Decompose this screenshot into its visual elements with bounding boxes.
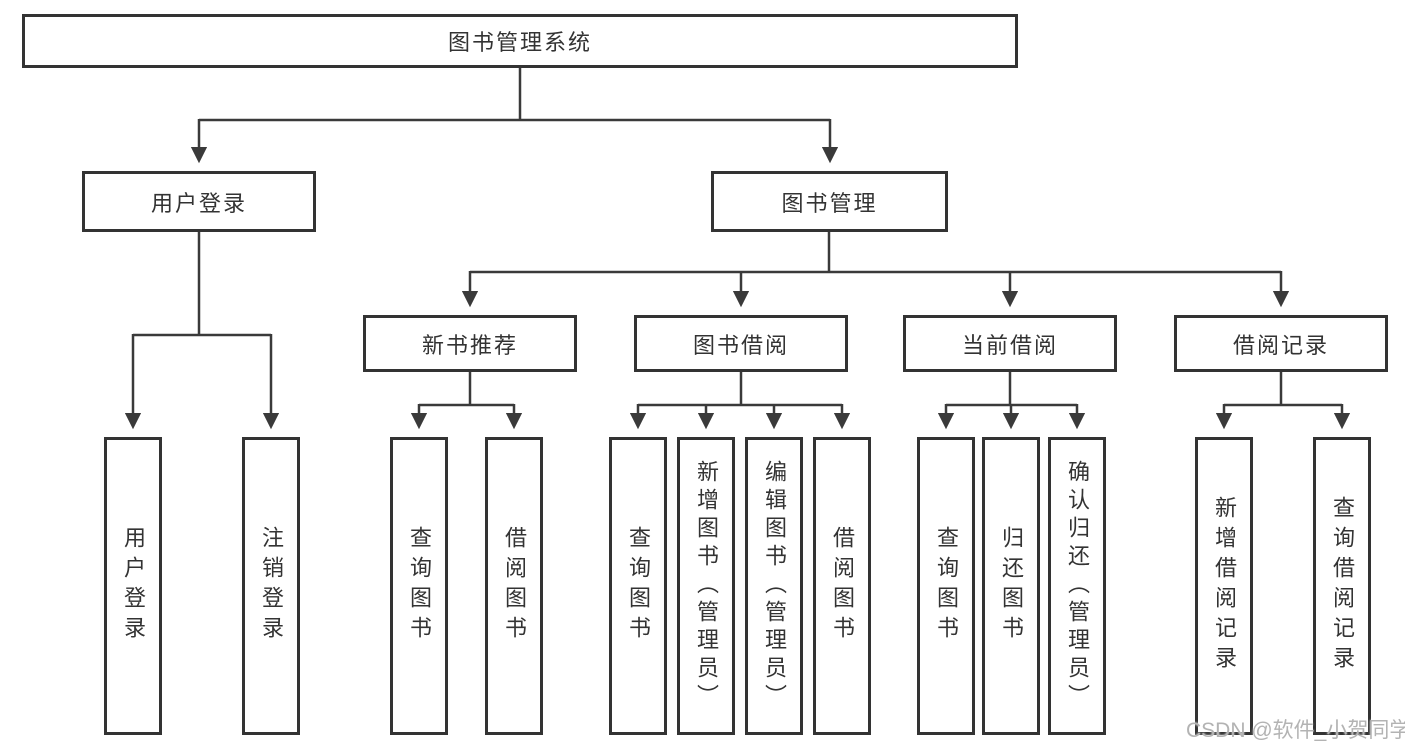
node-book-borrow: 图书借阅: [634, 315, 848, 372]
leaf-label: 新增图书（管理员）: [694, 460, 719, 712]
leaf-label: 新增借阅记录: [1212, 496, 1237, 676]
leaf-query-books: 查询图书: [390, 437, 448, 735]
node-label: 当前借阅: [961, 332, 1058, 358]
node-user-login: 用户登录: [82, 171, 316, 232]
leaf-label: 借阅图书: [830, 526, 855, 646]
leaf-query-borrow-record: 查询借阅记录: [1313, 437, 1371, 735]
leaf-label: 归还图书: [999, 526, 1024, 646]
node-label: 新书推荐: [421, 332, 518, 358]
leaf-borrow-books: 借阅图书: [485, 437, 543, 735]
leaf-add-books-admin: 新增图书（管理员）: [677, 437, 735, 735]
leaf-edit-books-admin: 编辑图书（管理员）: [745, 437, 803, 735]
leaf-logout: 注销登录: [242, 437, 300, 735]
leaf-query-books: 查询图书: [917, 437, 975, 735]
node-label: 借阅记录: [1232, 332, 1329, 358]
node-label: 图书管理: [781, 190, 878, 216]
leaf-label: 注销登录: [259, 526, 284, 646]
node-label: 图书管理系统: [447, 30, 592, 55]
node-borrow-record: 借阅记录: [1174, 315, 1388, 372]
leaf-return-books: 归还图书: [982, 437, 1040, 735]
leaf-borrow-books: 借阅图书: [813, 437, 871, 735]
node-library-management-system: 图书管理系统: [22, 14, 1018, 68]
node-label: 用户登录: [150, 190, 247, 216]
leaf-label: 查询图书: [407, 526, 432, 646]
leaf-label: 查询图书: [934, 526, 959, 646]
leaf-label: 借阅图书: [502, 526, 527, 646]
leaf-query-books: 查询图书: [609, 437, 667, 735]
leaf-label: 确认归还（管理员）: [1065, 460, 1090, 712]
csdn-watermark: CSDN @软件_小贺同学: [1186, 719, 1405, 742]
leaf-label: 用户登录: [121, 526, 146, 646]
leaf-label: 查询图书: [626, 526, 651, 646]
node-current-borrow: 当前借阅: [903, 315, 1117, 372]
leaf-label: 查询借阅记录: [1330, 496, 1355, 676]
node-book-management: 图书管理: [711, 171, 948, 232]
node-label: 图书借阅: [692, 332, 789, 358]
leaf-label: 编辑图书（管理员）: [762, 460, 787, 712]
leaf-add-borrow-record: 新增借阅记录: [1195, 437, 1253, 735]
leaf-confirm-return-admin: 确认归还（管理员）: [1048, 437, 1106, 735]
leaf-user-login: 用户登录: [104, 437, 162, 735]
node-new-book-recommend: 新书推荐: [363, 315, 577, 372]
